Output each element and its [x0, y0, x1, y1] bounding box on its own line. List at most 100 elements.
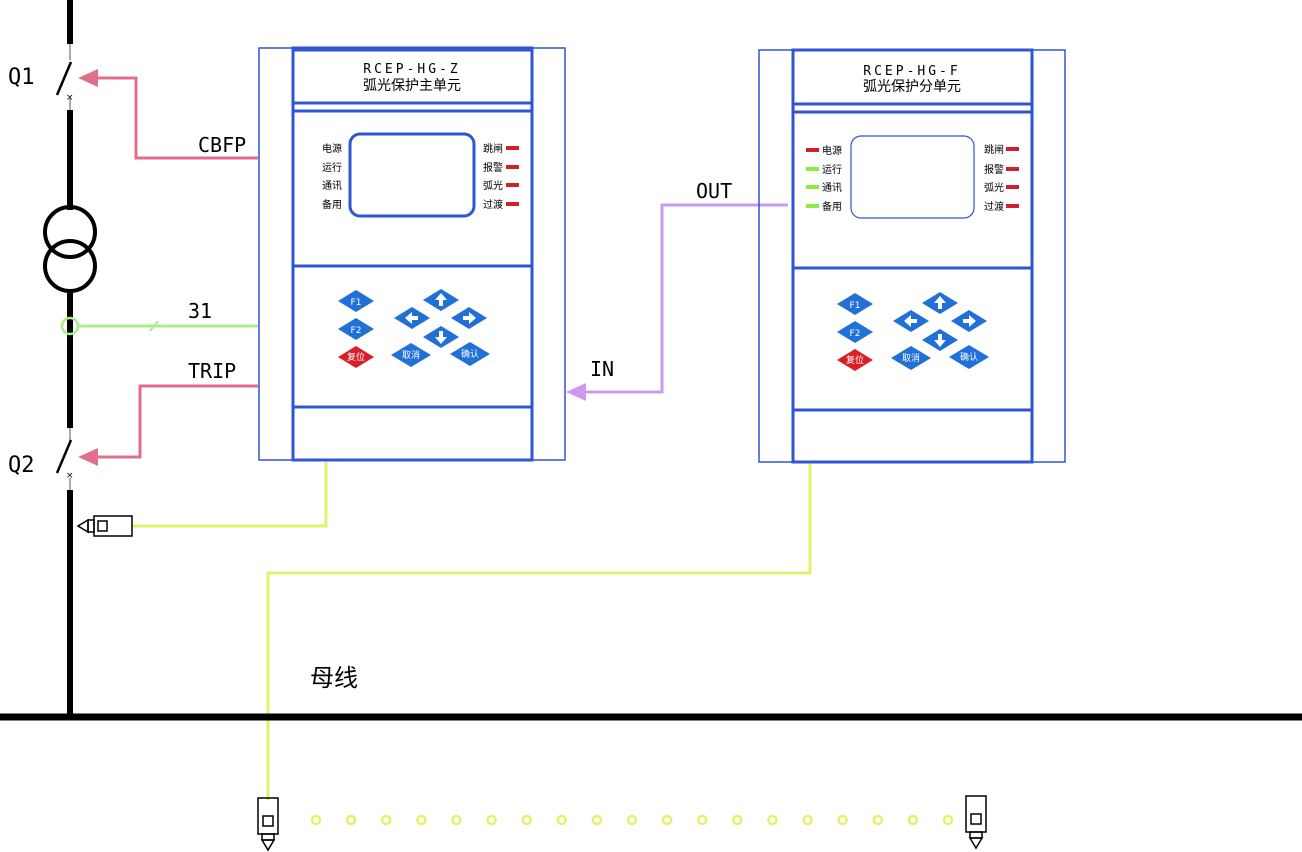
sub-unit-name: 弧光保护分单元 [863, 79, 961, 95]
sub-f2-button[interactable]: F2 [837, 321, 873, 343]
sub-led-alarm-label: 报警 [984, 163, 1004, 176]
main-unit-title-panel [291, 48, 534, 105]
sub-unit-title-panel [791, 48, 1034, 106]
fiber-dot [380, 814, 392, 826]
sub-led-arc [1006, 185, 1019, 189]
in-label: IN [590, 357, 614, 381]
arc-sensor-icon [965, 795, 987, 850]
fiber-optic-lines [132, 462, 812, 800]
svg-text:F2: F2 [850, 329, 861, 339]
svg-text:确认: 确认 [960, 351, 978, 363]
sub-led-spare [806, 204, 819, 208]
fiber-dot [486, 814, 497, 826]
sub-f1-button[interactable]: F1 [837, 293, 873, 315]
sub-led-power-label: 电源 [822, 144, 842, 157]
main-led-transit [506, 202, 519, 206]
sub-led-power [806, 148, 819, 152]
breaker-q2: × Q2 [8, 439, 74, 481]
main-led-power-label: 电源 [322, 142, 342, 155]
fiber-dot [872, 814, 884, 826]
fiber-dot-chain [310, 814, 954, 826]
trip-signal-line: TRIP [78, 359, 258, 466]
out-label: OUT [696, 179, 732, 203]
sub-cancel-button[interactable]: 取消 [891, 346, 931, 370]
main-led-arc-label: 弧光 [483, 179, 503, 192]
busbar: 母线 [0, 664, 1302, 721]
main-led-alarm-label: 报警 [483, 161, 503, 174]
fiber-dot [942, 814, 954, 826]
main-confirm-button[interactable]: 确认 [450, 342, 490, 366]
main-f1-button[interactable]: F1 [338, 290, 374, 312]
sub-led-trip [1006, 147, 1019, 151]
svg-text:取消: 取消 [402, 349, 420, 361]
svg-text:F1: F1 [351, 298, 362, 308]
fiber-dot [591, 814, 603, 826]
main-unit: RCEP-HG-Z 弧光保护主单元 电源 运行 通讯 备用 跳闸 报警 弧光 过… [258, 46, 566, 462]
right-arrow-icon [463, 312, 476, 324]
sub-led-transit [1006, 204, 1019, 208]
fiber-dot [556, 814, 568, 826]
main-led-arc [506, 183, 519, 187]
main-led-run-label: 运行 [322, 161, 342, 174]
main-led-trip [506, 146, 519, 150]
svg-text:复位: 复位 [846, 354, 864, 366]
sub-right-button[interactable] [951, 310, 987, 332]
cbfp-signal-line: CBFP [78, 69, 258, 160]
up-arrow-icon [435, 293, 447, 306]
sub-down-button[interactable] [922, 329, 958, 351]
sub-led-trip-label: 跳闸 [984, 143, 1004, 156]
fiber-dot [837, 814, 848, 826]
left-arrow-icon [904, 315, 917, 327]
sub-unit-keypad-panel [791, 266, 1034, 412]
main-f2-button[interactable]: F2 [338, 318, 374, 340]
main-unit-screen [348, 132, 476, 218]
main-unit-model: RCEP-HG-Z [363, 62, 460, 77]
trip-label: TRIP [188, 359, 236, 383]
sub-up-button[interactable] [922, 292, 958, 314]
arc-sensor-icon [76, 515, 133, 537]
fiber-dot [345, 814, 357, 826]
arrow-left-icon [78, 448, 98, 466]
main-led-comm-label: 通讯 [322, 180, 342, 192]
sub-unit-bottom-panel [791, 408, 1034, 464]
main-up-button[interactable] [423, 289, 459, 311]
main-unit-keypad-panel [291, 264, 534, 409]
fiber-dot [310, 814, 322, 826]
fiber-dot [696, 814, 708, 826]
fiber-dot [626, 814, 638, 826]
fiber-dot [907, 814, 919, 826]
cbfp-label: CBFP [198, 133, 246, 157]
sensor-chain [257, 795, 987, 852]
main-led-transit-label: 过渡 [483, 198, 503, 211]
svg-text:×: × [66, 471, 74, 481]
arrow-left-icon [78, 69, 98, 87]
main-reset-button[interactable]: 复位 [338, 346, 374, 368]
main-cancel-button[interactable]: 取消 [391, 343, 431, 367]
sub-confirm-button[interactable]: 确认 [949, 345, 989, 369]
s31-signal-line: 31 [60, 299, 258, 336]
sub-reset-button[interactable]: 复位 [837, 349, 873, 371]
fiber-dot [732, 814, 743, 826]
fiber-dot [521, 814, 532, 826]
breaker-switch-icon: × [55, 61, 74, 103]
sub-led-arc-label: 弧光 [984, 181, 1004, 194]
sub-unit: RCEP-HG-F 弧光保护分单元 电源 运行 通讯 备用 跳闸 报警 弧光 过… [758, 48, 1066, 464]
main-down-button[interactable] [423, 326, 459, 348]
transformer-icon [43, 205, 97, 293]
sub-led-comm-label: 通讯 [822, 182, 842, 194]
sub-led-run [806, 167, 819, 171]
sub-left-button[interactable] [893, 310, 929, 332]
main-left-button[interactable] [394, 307, 430, 329]
main-right-button[interactable] [451, 307, 487, 329]
sub-led-comm [806, 185, 819, 189]
svg-text:F1: F1 [850, 301, 861, 311]
sub-led-alarm [1006, 167, 1019, 171]
breaker-q1-label: Q1 [8, 65, 35, 90]
fiber-dot [416, 814, 427, 826]
main-led-trip-label: 跳闸 [483, 142, 503, 155]
s31-label: 31 [188, 299, 212, 323]
fiber-dot [451, 814, 462, 826]
fiber-dot [767, 814, 778, 826]
svg-text:取消: 取消 [902, 352, 920, 364]
